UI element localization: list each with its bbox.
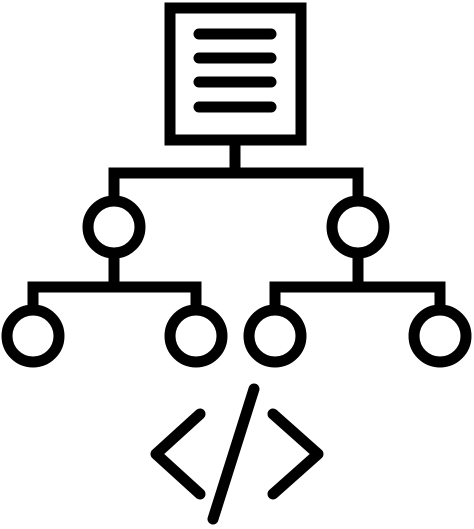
- code-symbol: [150, 383, 324, 525]
- connectors-level-1: [108, 140, 364, 203]
- leaf-node-3: [243, 304, 307, 368]
- leaf-node-1: [1, 304, 65, 368]
- leaf-node-2: [164, 304, 228, 368]
- connectors-level-2: [27, 253, 446, 314]
- code-bracket-right: [267, 408, 324, 500]
- code-slash: [207, 383, 260, 525]
- code-bracket-left: [150, 408, 206, 500]
- leaf-node-4: [408, 304, 472, 368]
